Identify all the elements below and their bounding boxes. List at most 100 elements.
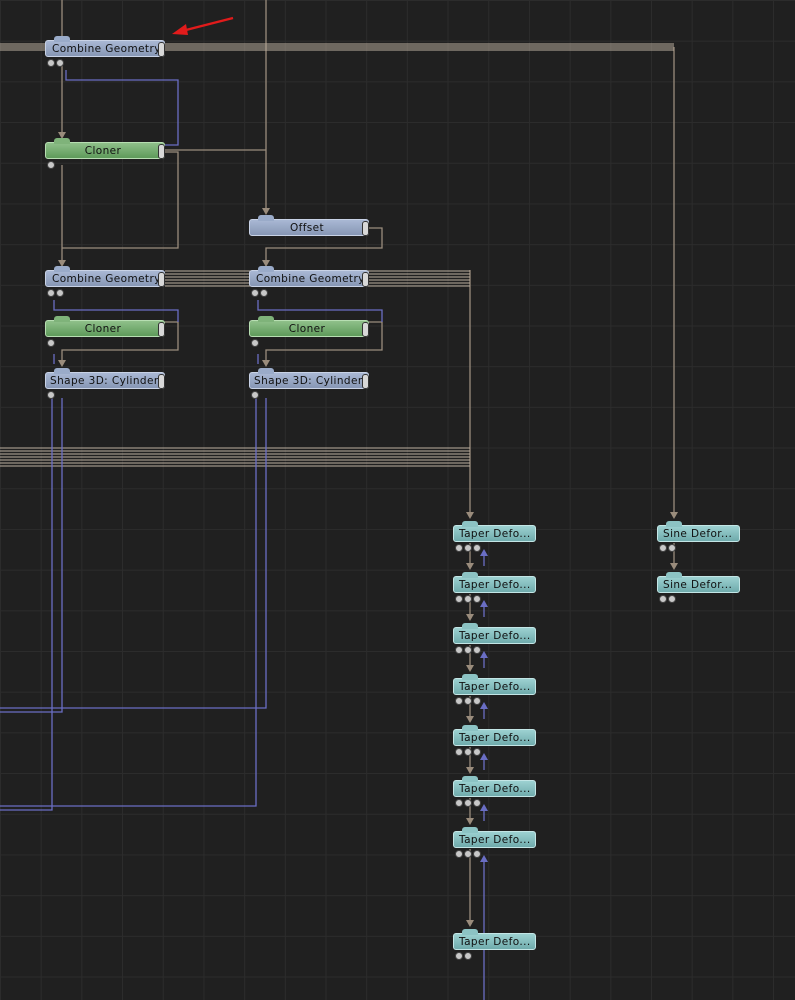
node-input-tab[interactable] xyxy=(462,776,478,782)
node-sine-deformer-1[interactable]: Sine Defor... xyxy=(657,521,740,552)
node-sine-deformer-2[interactable]: Sine Defor... xyxy=(657,572,740,603)
node-input-tab[interactable] xyxy=(462,725,478,731)
node-output-handle[interactable] xyxy=(158,322,165,337)
node-taper-deformer-1[interactable]: Taper Defo... xyxy=(453,521,536,552)
port-icon[interactable] xyxy=(473,748,481,756)
node-label: Cloner xyxy=(84,323,122,335)
port-icon[interactable] xyxy=(464,595,472,603)
port-icon[interactable] xyxy=(455,544,463,552)
node-input-tab[interactable] xyxy=(54,36,70,42)
node-cloner-right[interactable]: Cloner xyxy=(249,316,369,347)
node-output-handle[interactable] xyxy=(158,272,165,287)
node-input-tab[interactable] xyxy=(462,623,478,629)
node-cloner-top[interactable]: Cloner xyxy=(45,138,165,169)
port-icon[interactable] xyxy=(47,289,55,297)
port-icon[interactable] xyxy=(455,799,463,807)
node-label: Taper Defo... xyxy=(459,630,531,642)
node-label: Cloner xyxy=(288,323,326,335)
node-taper-deformer-8[interactable]: Taper Defo... xyxy=(453,929,536,960)
port-icon[interactable] xyxy=(56,59,64,67)
node-output-handle[interactable] xyxy=(158,144,165,159)
port-icon[interactable] xyxy=(47,161,55,169)
node-output-handle[interactable] xyxy=(362,374,369,389)
port-icon[interactable] xyxy=(659,544,667,552)
port-icon[interactable] xyxy=(473,544,481,552)
port-icon[interactable] xyxy=(464,748,472,756)
port-icon[interactable] xyxy=(455,952,463,960)
port-icon[interactable] xyxy=(464,850,472,858)
port-icon[interactable] xyxy=(473,850,481,858)
port-icon[interactable] xyxy=(260,289,268,297)
node-input-tab[interactable] xyxy=(54,316,70,322)
node-input-tab[interactable] xyxy=(666,572,682,578)
node-shape-cylinder-left[interactable]: Shape 3D: Cylinder xyxy=(45,368,165,399)
node-offset[interactable]: Offset xyxy=(249,215,369,236)
node-input-tab[interactable] xyxy=(258,368,274,374)
port-icon[interactable] xyxy=(455,646,463,654)
node-input-tab[interactable] xyxy=(462,674,478,680)
node-input-tab[interactable] xyxy=(54,138,70,144)
port-icon[interactable] xyxy=(251,289,259,297)
port-icon[interactable] xyxy=(251,339,259,347)
node-taper-deformer-5[interactable]: Taper Defo... xyxy=(453,725,536,756)
node-ports xyxy=(455,646,481,655)
node-ports xyxy=(455,799,481,808)
node-output-handle[interactable] xyxy=(362,221,369,236)
node-output-handle[interactable] xyxy=(158,42,165,57)
node-label: Combine Geometry xyxy=(52,43,161,55)
node-input-tab[interactable] xyxy=(258,215,274,221)
node-ports xyxy=(251,289,268,298)
node-input-tab[interactable] xyxy=(462,521,478,527)
port-icon[interactable] xyxy=(455,748,463,756)
port-icon[interactable] xyxy=(668,544,676,552)
port-icon[interactable] xyxy=(251,391,259,399)
node-taper-deformer-3[interactable]: Taper Defo... xyxy=(453,623,536,654)
node-input-tab[interactable] xyxy=(54,266,70,272)
node-input-tab[interactable] xyxy=(258,266,274,272)
node-input-tab[interactable] xyxy=(462,572,478,578)
node-input-tab[interactable] xyxy=(54,368,70,374)
node-ports xyxy=(47,59,64,68)
port-icon[interactable] xyxy=(473,799,481,807)
node-combine-geometry-left[interactable]: Combine Geometry xyxy=(45,266,165,297)
port-icon[interactable] xyxy=(473,595,481,603)
port-icon[interactable] xyxy=(464,952,472,960)
node-output-handle[interactable] xyxy=(158,374,165,389)
node-taper-deformer-4[interactable]: Taper Defo... xyxy=(453,674,536,705)
port-icon[interactable] xyxy=(455,697,463,705)
node-input-tab[interactable] xyxy=(462,929,478,935)
port-icon[interactable] xyxy=(455,595,463,603)
port-icon[interactable] xyxy=(56,289,64,297)
port-icon[interactable] xyxy=(464,799,472,807)
node-taper-deformer-2[interactable]: Taper Defo... xyxy=(453,572,536,603)
node-ports xyxy=(47,161,55,170)
port-icon[interactable] xyxy=(668,595,676,603)
port-icon[interactable] xyxy=(464,697,472,705)
node-label: Taper Defo... xyxy=(459,681,531,693)
node-input-tab[interactable] xyxy=(462,827,478,833)
port-icon[interactable] xyxy=(473,646,481,654)
port-icon[interactable] xyxy=(464,544,472,552)
node-taper-deformer-7[interactable]: Taper Defo... xyxy=(453,827,536,858)
port-icon[interactable] xyxy=(659,595,667,603)
node-output-handle[interactable] xyxy=(362,322,369,337)
node-label: Taper Defo... xyxy=(459,528,531,540)
node-shape-cylinder-right[interactable]: Shape 3D: Cylinder xyxy=(249,368,369,399)
port-icon[interactable] xyxy=(47,339,55,347)
node-ports xyxy=(251,339,259,348)
node-combine-geometry-top[interactable]: Combine Geometry xyxy=(45,36,165,67)
node-label: Taper Defo... xyxy=(459,732,531,744)
node-taper-deformer-6[interactable]: Taper Defo... xyxy=(453,776,536,807)
node-input-tab[interactable] xyxy=(666,521,682,527)
port-icon[interactable] xyxy=(473,697,481,705)
port-icon[interactable] xyxy=(47,59,55,67)
port-icon[interactable] xyxy=(455,850,463,858)
port-icon[interactable] xyxy=(47,391,55,399)
node-combine-geometry-right[interactable]: Combine Geometry xyxy=(249,266,369,297)
node-input-tab[interactable] xyxy=(258,316,274,322)
node-cloner-left[interactable]: Cloner xyxy=(45,316,165,347)
node-output-handle[interactable] xyxy=(362,272,369,287)
node-label: Shape 3D: Cylinder xyxy=(50,375,159,387)
port-icon[interactable] xyxy=(464,646,472,654)
